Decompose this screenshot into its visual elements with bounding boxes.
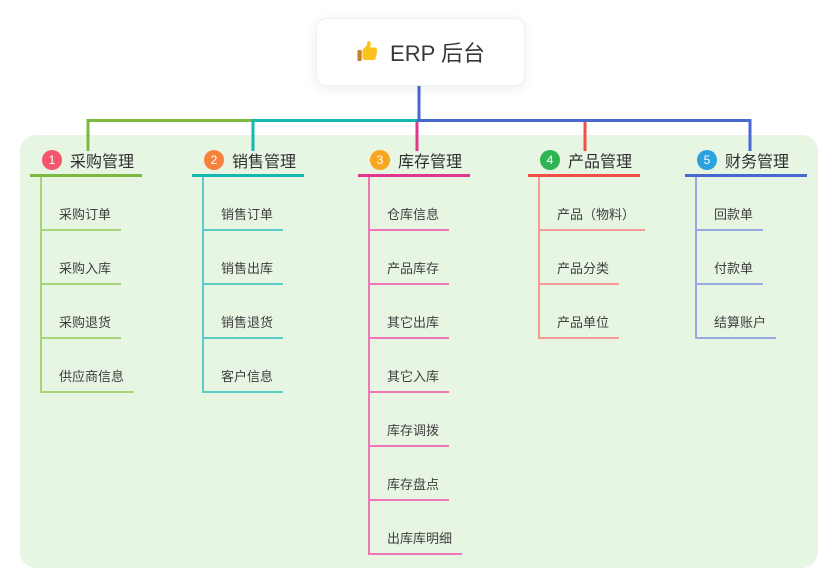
branch-title: 库存管理	[398, 154, 463, 171]
item-label: 产品库存	[370, 258, 450, 285]
tree-item[interactable]: 采购入库	[42, 231, 142, 285]
branch-header[interactable]: 1 采购管理	[30, 146, 142, 177]
tree-item[interactable]: 销售出库	[204, 231, 304, 285]
tree-item[interactable]: 库存调拨	[370, 393, 470, 447]
item-label: 销售出库	[204, 258, 284, 285]
tree-item[interactable]: 供应商信息	[42, 339, 142, 393]
branch-header[interactable]: 4 产品管理	[528, 146, 640, 177]
branch-inventory: 3 库存管理 仓库信息 产品库存 其它出库 其它入库 库存调拨 库存盘点 出库库…	[358, 146, 470, 555]
item-label: 出库库明细	[370, 528, 463, 555]
tree-item[interactable]: 产品单位	[540, 285, 645, 339]
item-label: 产品（物料）	[540, 204, 646, 231]
mindmap-board	[20, 135, 818, 568]
tree-item[interactable]: 其它入库	[370, 339, 470, 393]
branch-header[interactable]: 3 库存管理	[358, 146, 470, 177]
tree-item[interactable]: 销售退货	[204, 285, 304, 339]
item-label: 库存调拨	[370, 420, 450, 447]
branch-title: 采购管理	[70, 154, 135, 171]
item-label: 库存盘点	[370, 474, 450, 501]
branch-title: 产品管理	[568, 154, 633, 171]
branch-purchase: 1 采购管理 采购订单 采购入库 采购退货 供应商信息	[30, 146, 142, 393]
tree-item[interactable]: 回款单	[697, 177, 807, 231]
item-label: 采购入库	[42, 258, 122, 285]
item-label: 客户信息	[204, 366, 284, 393]
item-label: 销售退货	[204, 312, 284, 339]
branch-items: 回款单 付款单 结算账户	[695, 177, 807, 339]
root-title: ERP 后台	[390, 41, 485, 66]
item-label: 销售订单	[204, 204, 284, 231]
tree-item[interactable]: 库存盘点	[370, 447, 470, 501]
tree-item[interactable]: 产品分类	[540, 231, 645, 285]
root-node[interactable]: ERP 后台	[316, 18, 525, 86]
branch-header[interactable]: 2 销售管理	[192, 146, 304, 177]
branch-title: 销售管理	[232, 154, 297, 171]
tree-item[interactable]: 出库库明细	[370, 501, 470, 555]
branch-product: 4 产品管理 产品（物料） 产品分类 产品单位	[528, 146, 646, 339]
item-label: 采购订单	[42, 204, 122, 231]
item-label: 其它入库	[370, 366, 450, 393]
branch-items: 仓库信息 产品库存 其它出库 其它入库 库存调拨 库存盘点 出库库明细	[368, 177, 470, 555]
branch-sales: 2 销售管理 销售订单 销售出库 销售退货 客户信息	[192, 146, 304, 393]
branch-number-badge: 4	[540, 150, 560, 170]
tree-item[interactable]: 结算账户	[697, 285, 807, 339]
branch-items: 采购订单 采购入库 采购退货 供应商信息	[40, 177, 142, 393]
item-label: 回款单	[697, 204, 764, 231]
branch-number-badge: 2	[204, 150, 224, 170]
tree-item[interactable]: 采购退货	[42, 285, 142, 339]
tree-item[interactable]: 产品（物料）	[540, 177, 646, 231]
tree-item[interactable]: 产品库存	[370, 231, 470, 285]
branch-header[interactable]: 5 财务管理	[685, 146, 807, 177]
tree-item[interactable]: 付款单	[697, 231, 807, 285]
tree-item[interactable]: 其它出库	[370, 285, 470, 339]
tree-item[interactable]: 销售订单	[204, 177, 304, 231]
branch-title: 财务管理	[725, 154, 790, 171]
item-label: 结算账户	[697, 312, 777, 339]
item-label: 产品单位	[540, 312, 620, 339]
branch-number-badge: 5	[697, 150, 717, 170]
item-label: 供应商信息	[42, 366, 135, 393]
branch-number-badge: 3	[370, 150, 390, 170]
tree-item[interactable]: 客户信息	[204, 339, 304, 393]
branch-items: 销售订单 销售出库 销售退货 客户信息	[202, 177, 304, 393]
item-label: 其它出库	[370, 312, 450, 339]
branch-items: 产品（物料） 产品分类 产品单位	[538, 177, 646, 339]
item-label: 仓库信息	[370, 204, 450, 231]
tree-item[interactable]: 采购订单	[42, 177, 142, 231]
branch-finance: 5 财务管理 回款单 付款单 结算账户	[685, 146, 807, 339]
item-label: 产品分类	[540, 258, 620, 285]
tree-item[interactable]: 仓库信息	[370, 177, 470, 231]
item-label: 采购退货	[42, 312, 122, 339]
thumbs-up-icon	[357, 41, 378, 61]
branch-number-badge: 1	[42, 150, 62, 170]
item-label: 付款单	[697, 258, 764, 285]
